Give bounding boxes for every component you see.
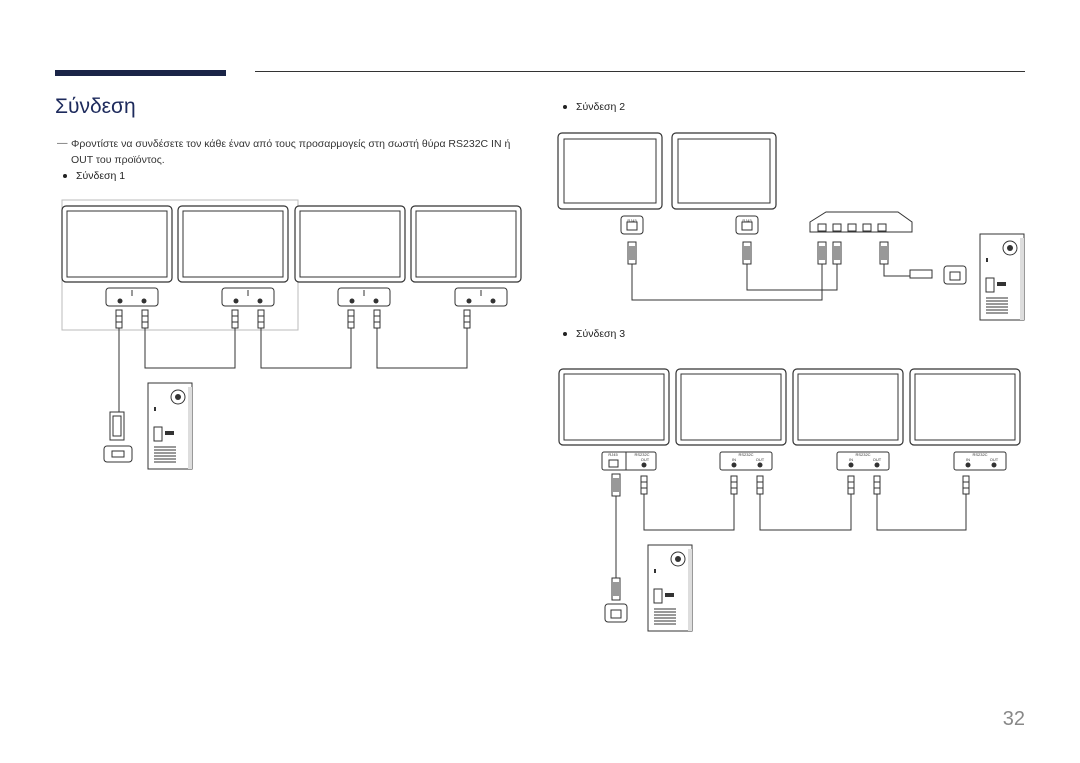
monitor-c3-2 (675, 368, 787, 446)
port-panel-3 (337, 287, 391, 307)
cable (144, 328, 236, 369)
connection-2-diagram: RJ45 RJ45 (557, 132, 1025, 321)
monitor-c3-1 (558, 368, 670, 446)
in-label: IN (966, 457, 970, 462)
pc-3 (647, 544, 693, 632)
connection-1-heading: Σύνδεση 1 (63, 170, 125, 182)
port-panel-2 (221, 287, 275, 307)
connection-2-heading: Σύνδεση 2 (563, 101, 625, 113)
rs232c-label: RS232C (972, 452, 987, 457)
monitor-3 (294, 205, 406, 283)
page-number: 32 (1002, 708, 1025, 730)
connection-3-label: Σύνδεση 3 (576, 328, 626, 340)
connection-3-diagram: RJ45 RS232C OUT RS232C IN OUT RS232C IN … (558, 368, 1021, 632)
network-hub (809, 211, 913, 233)
rs232c-label: RS232C (738, 452, 753, 457)
rj45-label: RJ45 (742, 218, 752, 223)
bullet-dot (63, 174, 67, 179)
port-panel-c3-3 (836, 451, 890, 471)
out-label: OUT (756, 457, 765, 462)
monitor-2 (177, 205, 289, 283)
connection-2-label: Σύνδεση 2 (576, 101, 626, 113)
port-panel-c3-1 (601, 451, 657, 471)
cable (260, 328, 352, 369)
header-divider (255, 71, 1025, 72)
out-label: OUT (990, 457, 999, 462)
in-label: IN (849, 457, 853, 462)
rs232c-label: RS232C (634, 452, 649, 457)
note-dash: ― (57, 137, 68, 149)
cable (643, 494, 735, 531)
connection-1-diagram (61, 199, 522, 470)
serial-port (103, 445, 133, 463)
cable (376, 328, 468, 369)
monitor-c2-2 (671, 132, 777, 210)
note: ― Φροντίστε να συνδέσετε τον κάθε έναν α… (57, 136, 527, 168)
monitor-c3-3 (792, 368, 904, 446)
rj45-jack-pc3 (604, 603, 628, 623)
header-accent-bar (55, 70, 226, 76)
rj45-label: RJ45 (627, 218, 637, 223)
d-sub-connector (109, 411, 125, 441)
port-panel-1 (105, 287, 159, 307)
monitor-1 (61, 205, 173, 283)
pc-2 (979, 233, 1025, 321)
page-title: Σύνδεση (55, 95, 136, 118)
cable (746, 264, 838, 291)
bullet-dot (563, 105, 567, 110)
connection-3-heading: Σύνδεση 3 (563, 328, 625, 340)
cable (759, 494, 852, 531)
monitor-c2-1 (557, 132, 663, 210)
out-label: OUT (873, 457, 882, 462)
note-text: Φροντίστε να συνδέσετε τον κάθε έναν από… (71, 138, 511, 166)
rs232c-label: RS232C (855, 452, 870, 457)
port-panel-c3-2 (719, 451, 773, 471)
monitor-c3-4 (909, 368, 1021, 446)
cable (876, 494, 967, 531)
out-label: OUT (641, 457, 650, 462)
bullet-dot (563, 332, 567, 337)
port-panel-c3-4 (953, 451, 1007, 471)
port-panel-4 (454, 287, 508, 307)
cable (883, 264, 910, 277)
rj45-jack-pc2 (943, 265, 967, 285)
rj45-label: RJ45 (608, 452, 618, 457)
pc-1 (147, 382, 193, 470)
monitor-4 (410, 205, 522, 283)
cable (631, 264, 823, 301)
connection-1-label: Σύνδεση 1 (76, 170, 126, 182)
in-label: IN (732, 457, 736, 462)
